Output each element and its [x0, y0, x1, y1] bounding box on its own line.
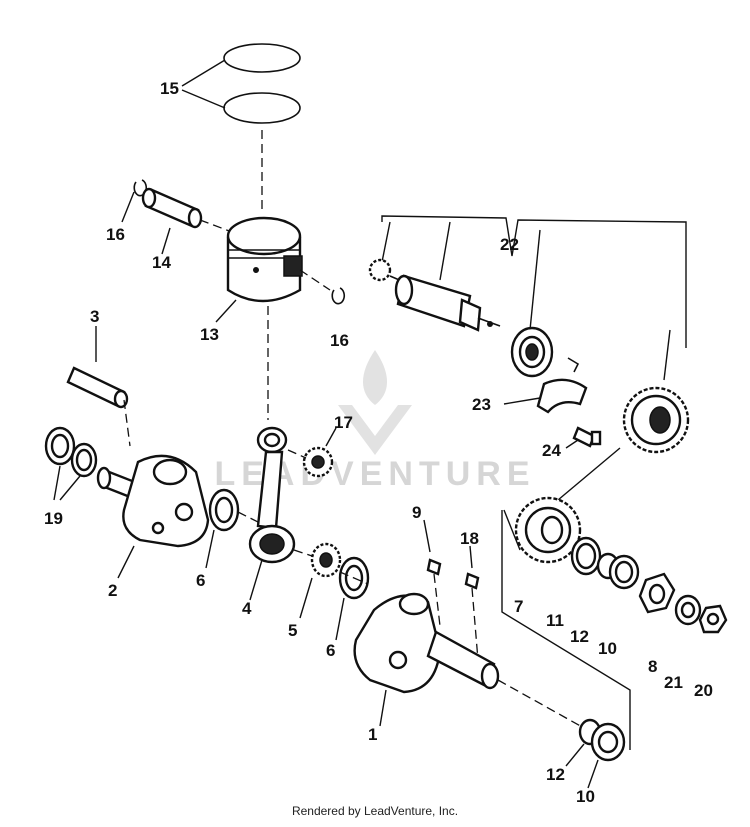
piston [215, 216, 303, 323]
plate-bolt [565, 426, 602, 449]
callout-9: 9 [412, 503, 421, 522]
callout-1: 1 [368, 725, 377, 744]
piston-rings [181, 43, 301, 124]
oil-seals [44, 426, 98, 501]
callout-6-left: 6 [196, 571, 205, 590]
callout-13: 13 [200, 325, 219, 344]
callout-3: 3 [90, 307, 99, 326]
drive-gear-small [368, 258, 405, 283]
callout-6-right: 6 [326, 641, 335, 660]
callout-8: 8 [648, 657, 657, 676]
big-end-bearing [299, 542, 342, 619]
gear-washers [570, 536, 640, 590]
callout-4: 4 [242, 599, 252, 618]
connecting-rod [248, 426, 296, 601]
washer-21 [674, 594, 702, 626]
leadventure-watermark: LEADVENTURE [214, 350, 530, 493]
callout-17: 17 [334, 413, 353, 432]
footer-credit: Rendered by LeadVenture, Inc. [291, 804, 459, 818]
callout-24: 24 [542, 441, 561, 460]
crankshaft-right-half [353, 592, 500, 727]
part-callouts: 15 16 14 13 16 22 3 17 23 24 19 2 6 4 9 … [44, 79, 713, 806]
callout-21: 21 [664, 673, 683, 692]
thrust-washer-left [205, 488, 240, 569]
callout-10-top: 10 [598, 639, 617, 658]
callout-12-top: 12 [570, 627, 589, 646]
callout-2: 2 [108, 581, 117, 600]
balancer-bearing [510, 326, 554, 378]
callout-15: 15 [160, 79, 179, 98]
castle-nut [638, 572, 676, 614]
callout-7: 7 [514, 597, 523, 616]
callout-16-left: 16 [106, 225, 125, 244]
watermark-flame-icon [362, 350, 388, 405]
callout-11: 11 [546, 611, 564, 630]
assembly-22-bracket [381, 215, 687, 381]
crank-drive-gear [503, 496, 582, 564]
crank-seals-bottom [565, 718, 626, 789]
balancer-shaft [394, 274, 501, 332]
callout-5: 5 [288, 621, 297, 640]
callout-10-bottom: 10 [576, 787, 595, 806]
small-end-bearing [302, 427, 337, 478]
woodruff-keys [423, 519, 480, 661]
crankshaft-left-half [96, 454, 210, 579]
callout-12-bottom: 12 [546, 765, 565, 784]
wrist-pin-clip-right [331, 287, 346, 305]
crank-pin [66, 326, 129, 409]
callout-19: 19 [44, 509, 63, 528]
callout-14: 14 [152, 253, 171, 272]
wrist-pin [141, 187, 203, 255]
retainer-plate [503, 357, 588, 414]
callout-16-right: 16 [330, 331, 349, 350]
watermark-v-icon [338, 405, 412, 455]
callout-20: 20 [694, 681, 713, 700]
balancer-driven-gear [622, 386, 690, 454]
hex-nut-20 [698, 604, 728, 634]
callout-22: 22 [500, 235, 519, 254]
wrist-pin-clip-left [121, 179, 148, 223]
callout-18: 18 [460, 529, 479, 548]
callout-23: 23 [472, 395, 491, 414]
